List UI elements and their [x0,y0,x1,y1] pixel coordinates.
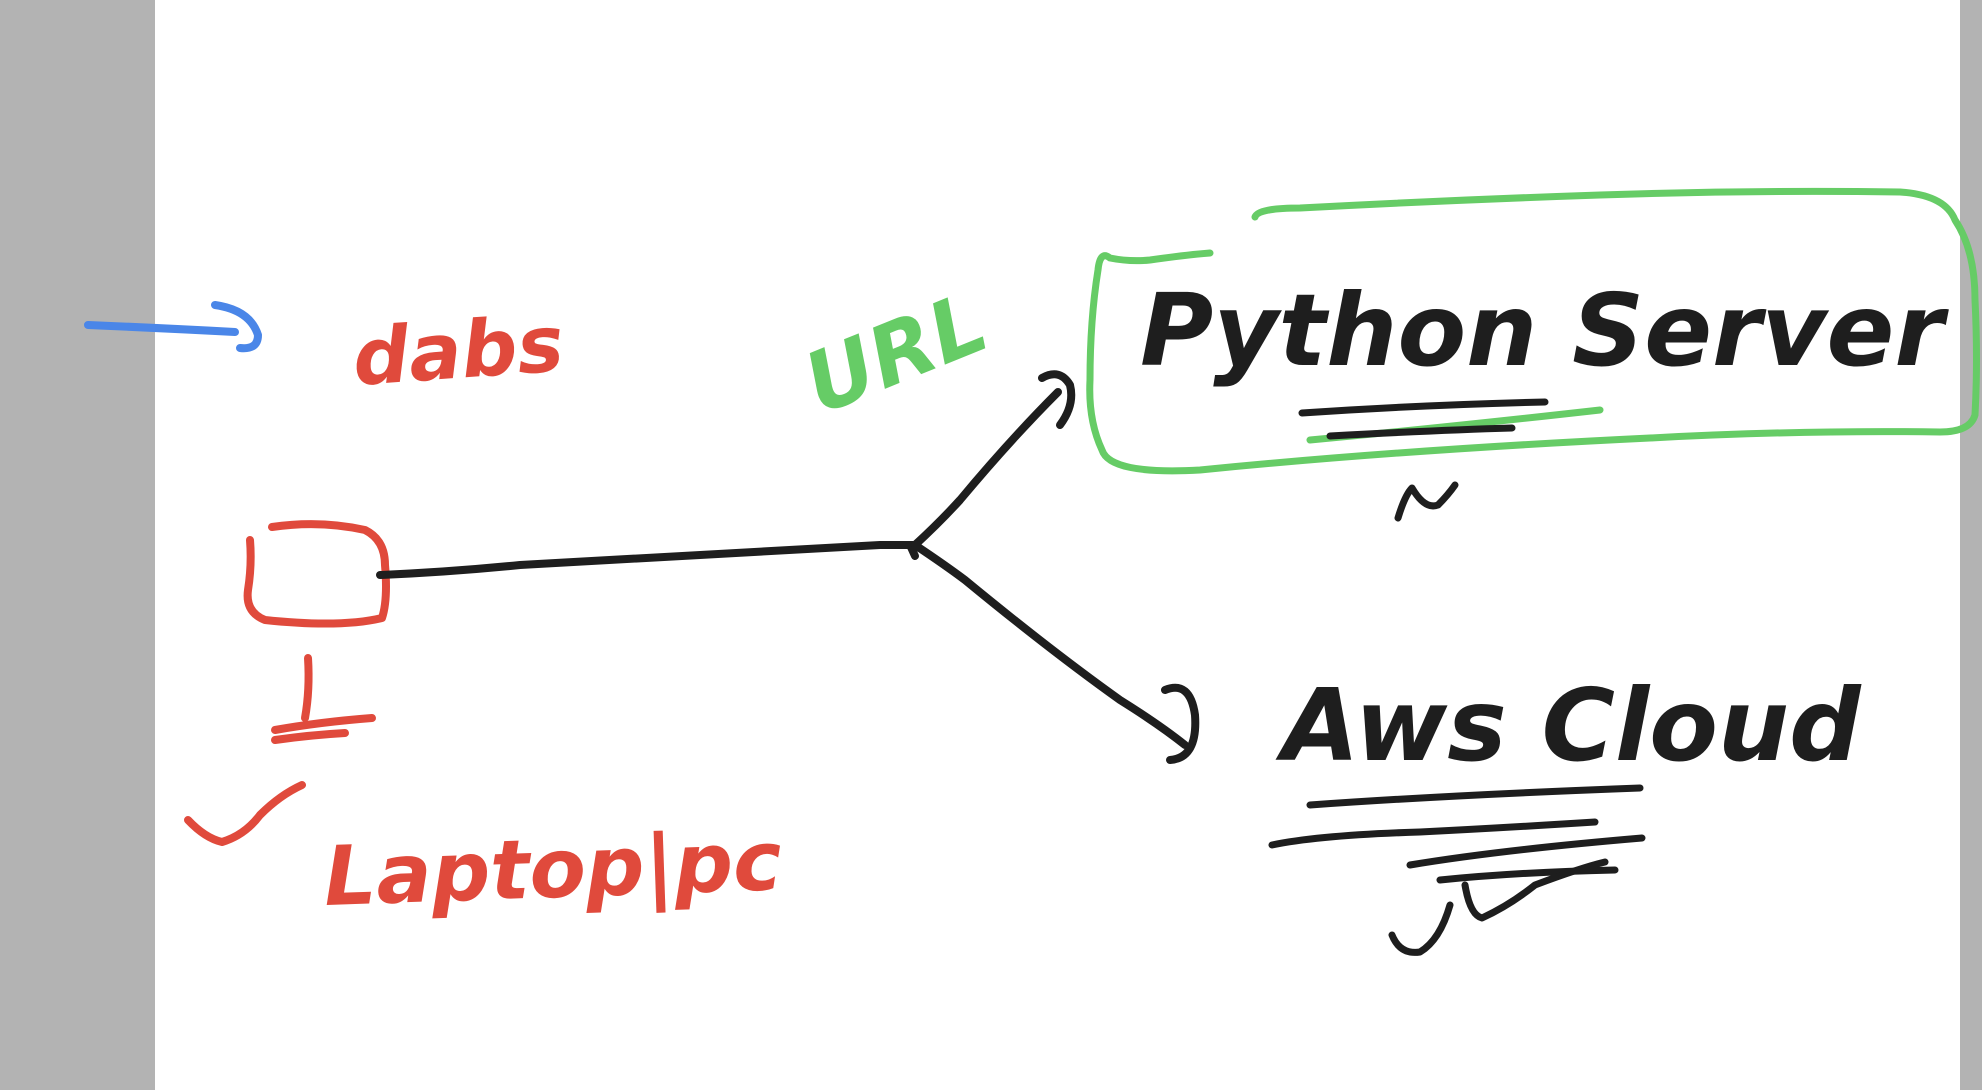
laptop-box [243,520,390,628]
url-text: URL [791,273,1001,434]
labs-label: dabs [350,299,566,403]
connector-line [376,370,1200,764]
python-server-underline [1298,398,1604,522]
aws-cloud-underline [1268,784,1646,956]
labs-text: dabs [350,299,566,403]
laptop-pc-label: Laptop|pc [322,814,783,926]
url-label: URL [791,273,1001,434]
blue-arrow [84,301,262,353]
python-server-label: Python Server [1140,272,1949,389]
aws-cloud-text: Aws Cloud [1275,667,1862,784]
laptop-pointer [184,654,376,846]
laptop-pc-text: Laptop|pc [322,814,783,926]
python-server-box [1086,187,1980,475]
aws-cloud-label: Aws Cloud [1275,667,1862,784]
paper-sheet [155,0,1960,1090]
python-server-text: Python Server [1140,272,1949,389]
